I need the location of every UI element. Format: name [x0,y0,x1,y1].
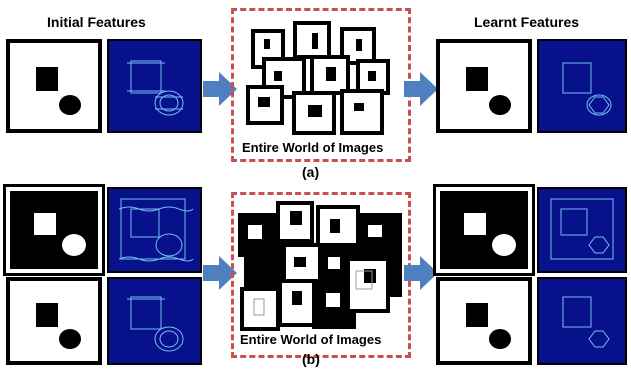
learnt-feature-map-b-top [537,187,627,273]
learnt-features-heading: Learnt Features [474,14,580,30]
arrow-right-icon [404,256,438,290]
learnt-feature-map-a [537,39,627,133]
caption-a: (a) [302,164,320,180]
learnt-shape-image-b-top [433,184,535,276]
initial-features-heading: Initial Features [47,14,146,30]
learnt-shape-image-a [436,39,532,133]
learnt-feature-map-b-bottom [537,277,627,365]
arrow-right-icon [404,72,438,106]
arrow-right-icon [203,256,237,290]
initial-shape-image-a [6,39,102,133]
initial-shape-image-b-bottom [6,277,102,365]
initial-feature-map-a [107,39,202,133]
learnt-shape-image-b-bottom [436,277,532,365]
arrow-right-icon [203,72,237,106]
initial-shape-image-b-top [3,184,105,276]
world-of-images-box-b: Entire World of Images [231,192,411,358]
caption-b: (b) [302,351,320,367]
initial-feature-map-b-bottom [107,277,202,365]
world-of-images-box-a: Entire World of Images [231,8,411,162]
world-of-images-label-b: Entire World of Images [240,332,382,347]
initial-feature-map-b-top [107,187,202,273]
world-of-images-label-a: Entire World of Images [242,140,384,155]
